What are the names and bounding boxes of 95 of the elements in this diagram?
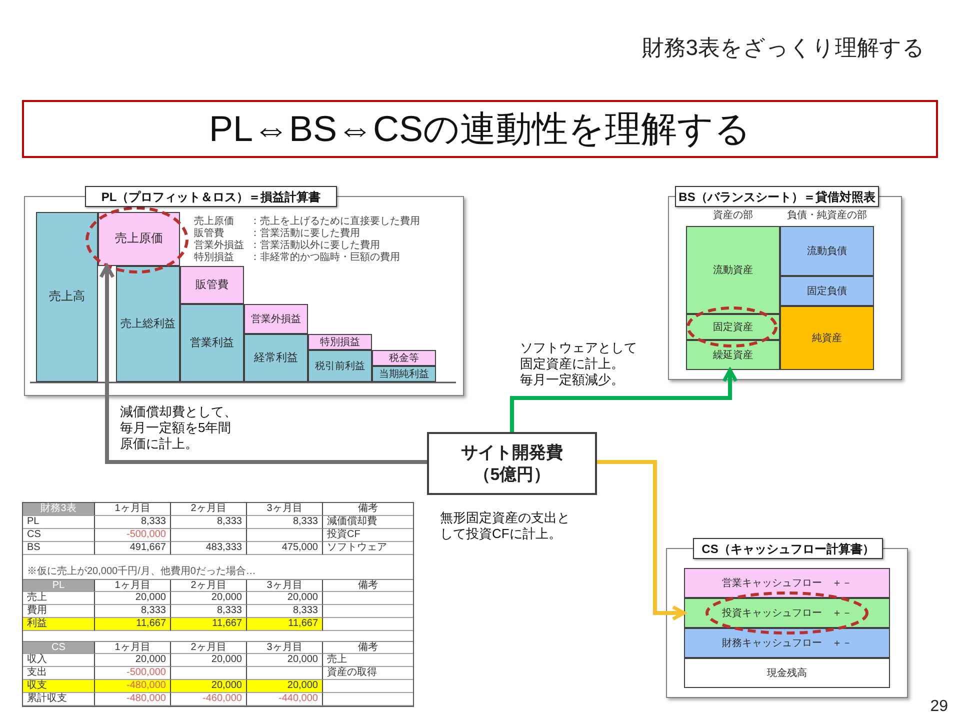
panel-title: CS（キャッシュフロー計算書）	[693, 538, 883, 559]
table-cell: 累計収支	[23, 693, 95, 706]
cash-flow-band: 現金残高	[684, 658, 890, 688]
note-term: 営業外損益	[194, 240, 245, 252]
panel-title: PL（プロフィット＆ロス）＝損益計算書	[85, 186, 337, 207]
column-header: 財務3表	[23, 503, 95, 516]
page-number: 29	[930, 698, 948, 716]
table-cell: -460,000	[171, 693, 247, 706]
table-cell: 8,333	[95, 516, 171, 529]
table-cell: 483,333	[171, 542, 247, 555]
note-term: 売上原価	[194, 216, 235, 228]
balance-sheet-block: 純資産	[780, 306, 874, 370]
table-cell: 利益	[23, 618, 95, 631]
table-cell: PL	[23, 516, 95, 529]
column-header: 備考	[323, 503, 413, 516]
cash-flow-band: 営業キャッシュフロー ＋－	[684, 568, 890, 598]
income-statement-block: 税金等	[372, 350, 436, 366]
table-cell: 20,000	[171, 680, 247, 693]
table-cell: 11,667	[247, 618, 323, 631]
table-cell: -480,000	[95, 680, 171, 693]
column-header: 2ヶ月目	[171, 580, 247, 592]
income-statement-block: 販管費	[180, 266, 244, 304]
income-statement-block: 営業外損益	[244, 304, 308, 334]
table-cell: 売上	[23, 592, 95, 605]
table-cell: ソフトウェア	[323, 542, 413, 555]
column-header: 3ヶ月目	[247, 503, 323, 516]
table-cell: 投資CF	[323, 529, 413, 542]
column-header: 1ヶ月目	[95, 580, 171, 592]
balance-sheet-block: 固定負債	[780, 276, 874, 306]
income-statement-block: 当期純利益	[372, 366, 436, 382]
note-text: ：非経常的かつ臨時・巨額の費用	[250, 252, 401, 264]
table-cell: CS	[23, 529, 95, 542]
balance-sheet-block: 流動資産	[686, 226, 780, 314]
table-cell: 475,000	[247, 542, 323, 555]
column-header: CS	[23, 642, 95, 654]
table-cell: 491,667	[95, 542, 171, 555]
table-cell: 11,667	[95, 618, 171, 631]
table-cell: 8,333	[171, 516, 247, 529]
section-heading: 財務3表をざっくり理解する	[642, 34, 925, 62]
column-header: 備考	[323, 580, 413, 592]
income-statement-block: 営業利益	[180, 304, 244, 382]
income-statement-block: 特別損益	[308, 334, 372, 350]
table-cell: BS	[23, 542, 95, 555]
column-header: 2ヶ月目	[171, 642, 247, 654]
table-cell: 売上	[323, 654, 413, 667]
table-cell: 20,000	[247, 592, 323, 605]
table-cell: 20,000	[95, 654, 171, 667]
column-header: 資産の部	[713, 210, 753, 222]
table-cell: 20,000	[247, 654, 323, 667]
income-statement-block: 売上高	[36, 212, 98, 382]
column-header: 3ヶ月目	[247, 642, 323, 654]
edge-label: 無形固定資産の支出として投資CFに計上。	[440, 510, 571, 542]
arrow	[99, 264, 427, 464]
table-cell: -500,000	[95, 529, 171, 542]
balance-sheet-block: 繰延資産	[686, 340, 780, 370]
column-header: PL	[23, 580, 95, 592]
note-text: ※仮に売上が20,000千円/月、他費用0だった場合…	[27, 566, 256, 578]
income-statement-block: 売上原価	[98, 212, 180, 266]
cash-flow-band: 財務キャッシュフロー ＋－	[684, 628, 890, 658]
table-cell: 20,000	[171, 592, 247, 605]
table-cell: 20,000	[95, 592, 171, 605]
cash-flow-band: 投資キャッシュフロー ＋－	[684, 598, 890, 628]
edge-label: 減価償却費として、毎月一定額を5年間原価に計上。	[120, 404, 238, 452]
column-header: 負債・純資産の部	[787, 210, 867, 222]
title-banner: PL⇔BS⇔CSの連動性を理解する	[22, 100, 938, 158]
cost-box: サイト開発費 （5億円）	[427, 432, 597, 495]
column-header: 2ヶ月目	[171, 503, 247, 516]
table-cell: 20,000	[171, 654, 247, 667]
note-text: ：営業活動以外に要した費用	[250, 240, 381, 252]
column-header: 1ヶ月目	[95, 503, 171, 516]
table-cell: 11,667	[171, 618, 247, 631]
note-term: 特別損益	[194, 252, 235, 264]
balance-sheet-block: 固定資産	[686, 314, 780, 340]
edge-label: ソフトウェアとして固定資産に計上。毎月一定額減少。	[520, 340, 638, 388]
panel-title: BS（バランスシート）＝貸借対照表	[675, 186, 879, 207]
income-statement-block: 売上総利益	[116, 266, 180, 382]
income-statement-block: 税引前利益	[308, 350, 372, 382]
table-cell: 収入	[23, 654, 95, 667]
table-cell: 減価償却費	[323, 516, 413, 529]
note-term: 販管費	[194, 228, 225, 240]
table-cell: -440,000	[247, 693, 323, 706]
arrow	[597, 460, 686, 621]
column-header: 3ヶ月目	[247, 580, 323, 592]
column-header: 備考	[323, 642, 413, 654]
table-cell: 8,333	[247, 516, 323, 529]
table-cell: -480,000	[95, 693, 171, 706]
balance-sheet-block: 流動負債	[780, 226, 874, 276]
column-header: 1ヶ月目	[95, 642, 171, 654]
income-statement-block: 経常利益	[244, 334, 308, 382]
note-text: ：営業活動に要した費用	[250, 228, 361, 240]
arrow	[510, 368, 738, 432]
note-text: ：売上を上げるために直接要した費用	[250, 216, 421, 228]
table-cell: 収支	[23, 680, 95, 693]
table-cell: 資産の取得	[323, 667, 413, 680]
table-cell: 20,000	[247, 680, 323, 693]
